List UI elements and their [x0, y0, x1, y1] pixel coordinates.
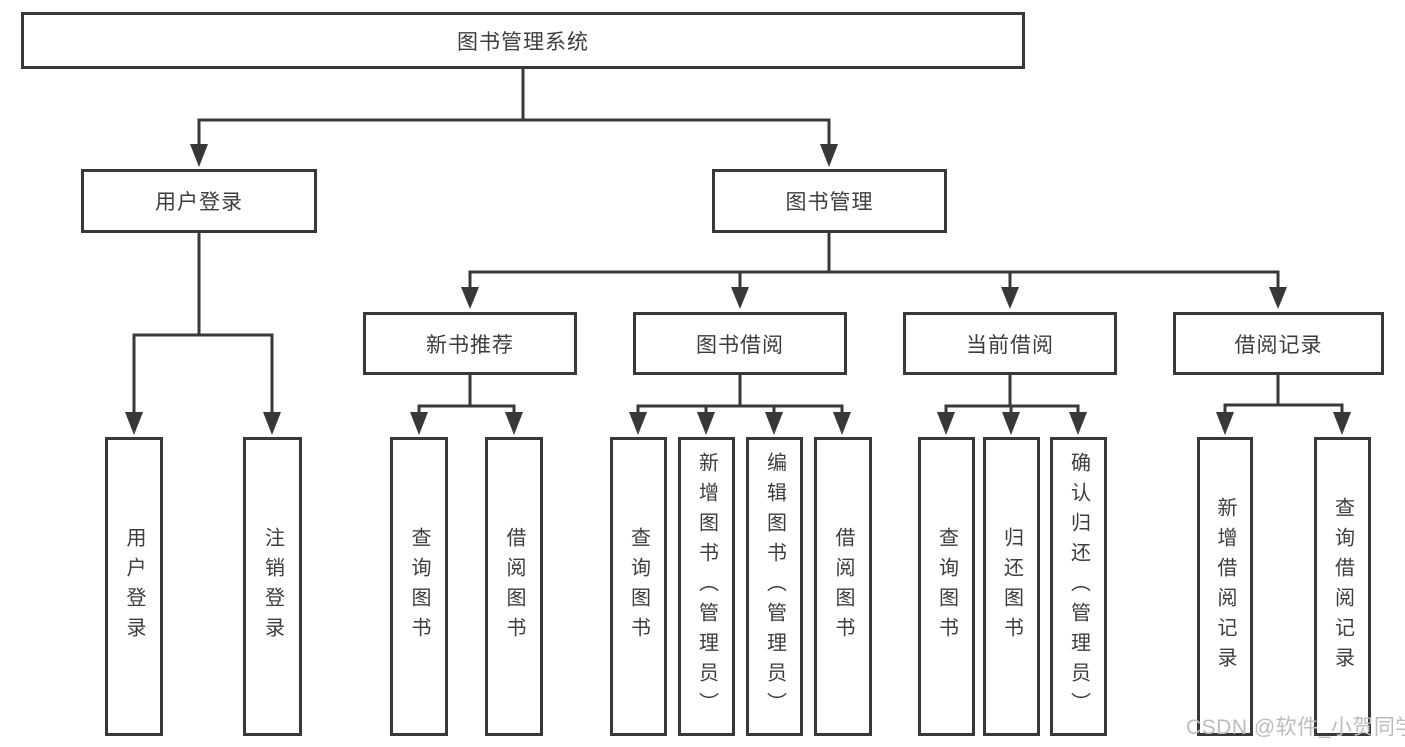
connector-new-book-recommend-to-children	[417, 375, 516, 415]
node-borrow-record-label: 借阅记录	[1234, 333, 1323, 357]
leaf-cb-return-book: 归还图书	[983, 437, 1040, 736]
leaf-cb-return-book-label: 归还图书	[1000, 526, 1023, 647]
node-book-borrow: 图书借阅	[633, 312, 847, 375]
leaf-logout: 注销登录	[243, 437, 302, 736]
node-current-borrow: 当前借阅	[903, 312, 1117, 375]
node-current-borrow-label: 当前借阅	[966, 333, 1054, 357]
leaf-nb-borrow-book-label: 借阅图书	[503, 526, 525, 647]
leaf-br-query-record: 查询借阅记录	[1314, 437, 1371, 736]
leaf-logout-label: 注销登录	[261, 526, 284, 647]
leaf-nb-query-book: 查询图书	[390, 437, 448, 736]
node-book-management-label: 图书管理	[785, 191, 874, 214]
node-root: 图书管理系统	[21, 12, 1025, 69]
leaf-bb-add-book-admin: 新增图书（管理员）	[678, 437, 735, 736]
connector-current-borrow-to-children	[944, 375, 1080, 415]
leaf-user-login: 用户登录	[105, 437, 163, 736]
connector-book-borrow-to-children	[636, 375, 844, 415]
leaf-br-query-record-label: 查询借阅记录	[1331, 496, 1354, 677]
node-book-borrow-label: 图书借阅	[696, 333, 784, 357]
leaf-bb-add-book-admin-label: 新增图书（管理员）	[695, 451, 718, 722]
leaf-cb-confirm-return-admin: 确认归还（管理员）	[1050, 437, 1107, 736]
node-book-management: 图书管理	[712, 169, 947, 233]
leaf-nb-query-book-label: 查询图书	[408, 526, 430, 647]
leaf-cb-confirm-return-admin-label: 确认归还（管理员）	[1067, 451, 1090, 722]
node-borrow-record: 借阅记录	[1173, 312, 1384, 375]
leaf-br-add-record: 新增借阅记录	[1197, 437, 1253, 736]
leaf-br-add-record-label: 新增借阅记录	[1214, 496, 1236, 677]
leaf-cb-query-book-label: 查询图书	[935, 526, 958, 647]
connector-borrow-record-to-children	[1223, 375, 1344, 415]
connector-root-to-level2	[197, 68, 831, 146]
leaf-cb-query-book: 查询图书	[918, 437, 975, 736]
connector-user-login-to-children	[132, 233, 274, 415]
node-new-book-recommend-label: 新书推荐	[426, 333, 514, 357]
leaf-bb-query-book-label: 查询图书	[627, 526, 650, 647]
leaf-bb-edit-book-admin-label: 编辑图书（管理员）	[763, 451, 786, 722]
node-user-login: 用户登录	[81, 169, 317, 233]
leaf-bb-query-book: 查询图书	[610, 437, 667, 736]
leaf-nb-borrow-book: 借阅图书	[485, 437, 543, 736]
leaf-bb-borrow-book-label: 借阅图书	[832, 526, 854, 647]
leaf-bb-borrow-book: 借阅图书	[814, 437, 872, 736]
csdn-watermark: CSDN @软件_小贺同学	[1186, 716, 1405, 739]
node-user-login-label: 用户登录	[155, 191, 243, 214]
leaf-bb-edit-book-admin: 编辑图书（管理员）	[746, 437, 803, 736]
node-root-label: 图书管理系统	[457, 30, 589, 54]
connector-book-management-to-level3	[468, 233, 1280, 289]
leaf-user-login-label: 用户登录	[123, 526, 145, 647]
node-new-book-recommend: 新书推荐	[363, 312, 577, 375]
